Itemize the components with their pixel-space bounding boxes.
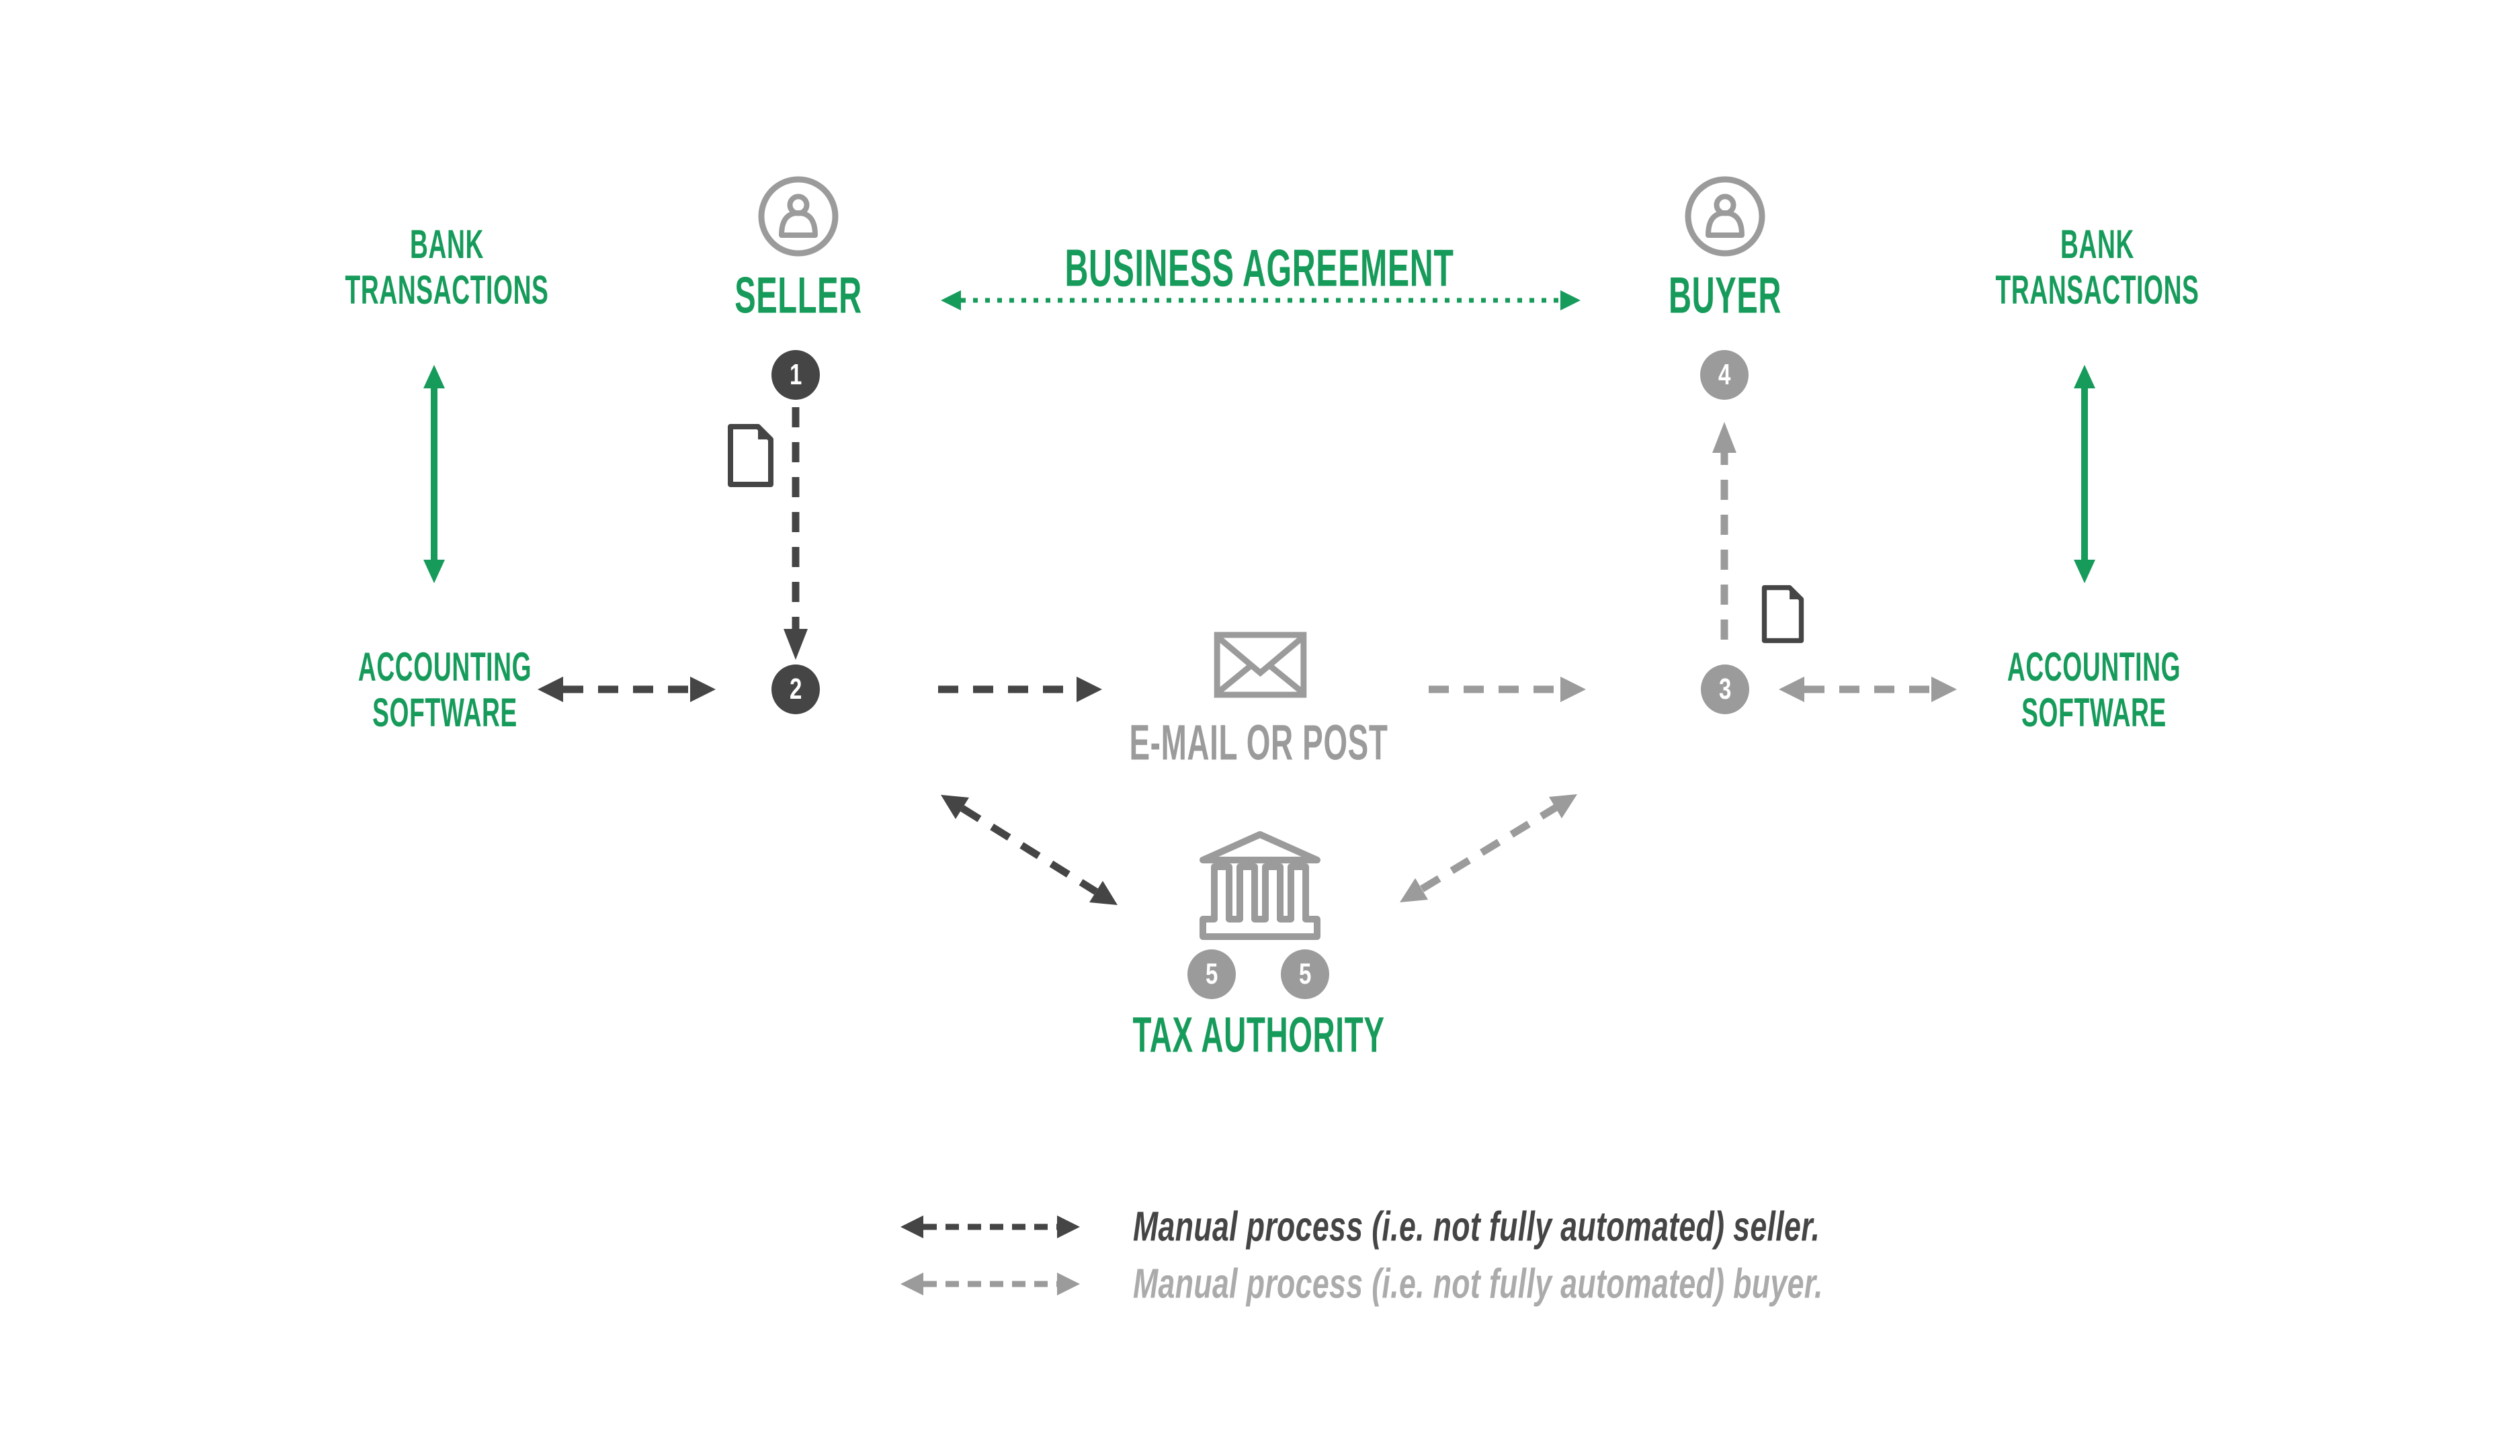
email-envelope-icon [1214,632,1307,698]
bank-transactions-left-line2: TRANSACTIONS [345,267,549,312]
step-4-number: 4 [1718,358,1731,391]
seller-tax-arrow [941,795,1118,905]
tax-authority-label: TAX AUTHORITY [1132,1007,1385,1063]
business-agreement-label: BUSINESS AGREEMENT [1064,238,1454,298]
seller-to-email-arrow [938,677,1102,702]
email-to-buyer-arrow [1429,677,1586,702]
step-1-number: 1 [789,358,802,391]
bank-transactions-right-label: BANK TRANSACTIONS [1996,222,2199,313]
bank-accounting-arrow-left [423,365,445,583]
buyer-accounting-arrow [1779,677,1957,702]
legend-seller-text: Manual process (i.e. not fully automated… [1133,1203,1820,1250]
legend-buyer-text: Manual process (i.e. not fully automated… [1133,1260,1823,1308]
bank-transactions-right-line1: BANK [2060,222,2134,267]
invoice-document-icon-seller [728,424,773,487]
step-5-badge-right: 5 [1281,949,1329,999]
accounting-software-right-label: ACCOUNTING SOFTWARE [2007,644,2181,736]
bank-accounting-arrow-right [2074,365,2095,583]
step-1-badge: 1 [771,350,820,400]
step-5-badge-left: 5 [1187,949,1236,999]
step-4-badge: 4 [1700,350,1749,400]
step-5-left-number: 5 [1205,957,1218,990]
invoice-document-icon-buyer [1761,585,1804,644]
bank-transactions-left-label: BANK TRANSACTIONS [345,222,549,313]
accounting-software-right-line2: SOFTWARE [2021,690,2167,735]
accounting-software-left-label: ACCOUNTING SOFTWARE [358,644,532,736]
step-2-number: 2 [789,673,802,705]
accounting-software-left-line1: ACCOUNTING [358,644,532,689]
buyer-invoice-up-arrow [1712,422,1736,640]
seller-invoice-down-arrow [784,407,808,660]
business-agreement-arrow [941,290,1581,310]
legend-buyer-arrow [900,1273,1080,1295]
accounting-seller-arrow [538,677,716,702]
buyer-person-icon [1685,176,1765,257]
bank-transactions-left-line1: BANK [410,222,484,267]
step-2-badge: 2 [771,665,820,714]
email-or-post-label: E-MAIL OR POST [1129,714,1388,771]
bank-transactions-right-line2: TRANSACTIONS [1995,267,2199,312]
step-3-badge: 3 [1701,665,1749,714]
step-5-right-number: 5 [1298,957,1312,990]
buyer-label: BUYER [1668,267,1782,325]
accounting-software-right-line1: ACCOUNTING [2007,644,2181,689]
seller-person-icon [758,176,839,257]
seller-label: SELLER [734,267,862,325]
tax-authority-building-icon [1200,831,1320,940]
legend-seller-arrow [900,1215,1080,1238]
tax-buyer-arrow [1400,794,1577,902]
step-3-number: 3 [1718,673,1732,705]
accounting-software-left-line2: SOFTWARE [372,690,517,735]
